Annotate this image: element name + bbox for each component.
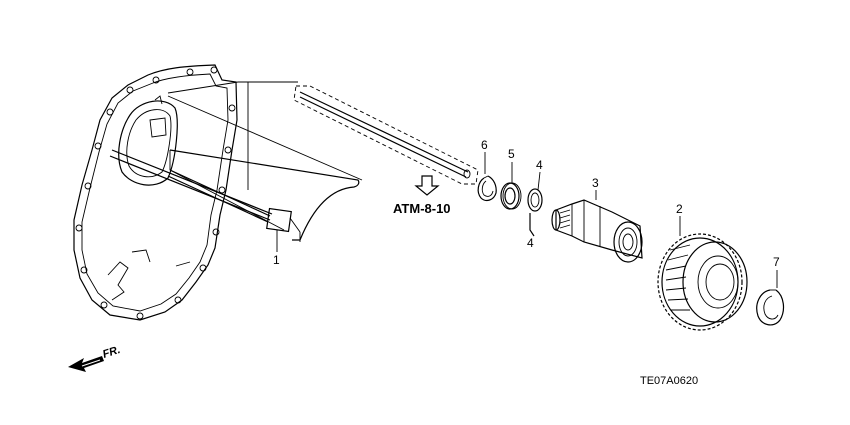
fr-arrow-icon xyxy=(68,356,104,372)
callout-3: 3 xyxy=(592,176,599,190)
part-5-washer xyxy=(500,182,522,210)
callout-4-top: 4 xyxy=(536,158,543,172)
callout-7: 7 xyxy=(773,255,780,269)
callout-4-bottom: 4 xyxy=(527,236,534,250)
reference-arrow xyxy=(414,175,440,196)
diagram-code: TE07A0620 xyxy=(640,375,698,387)
callout-5: 5 xyxy=(508,147,515,161)
part-4-washer xyxy=(527,188,543,237)
callout-1: 1 xyxy=(273,253,280,267)
part-2-gear xyxy=(657,233,748,331)
long-shaft xyxy=(293,85,479,185)
callout-6: 6 xyxy=(481,138,488,152)
reference-label: ATM-8-10 xyxy=(393,201,451,216)
projection-lines xyxy=(167,81,363,190)
callout-2: 2 xyxy=(676,202,683,216)
part-3-shaft xyxy=(551,199,643,263)
callouts: 1 2 3 4 4 5 6 7 xyxy=(273,138,780,288)
part-6-snap-ring xyxy=(477,175,497,202)
part-1-assembly xyxy=(109,149,360,242)
fr-label: FR. xyxy=(101,344,122,361)
part-7-snap-ring xyxy=(756,289,785,326)
case-cover xyxy=(73,64,238,321)
